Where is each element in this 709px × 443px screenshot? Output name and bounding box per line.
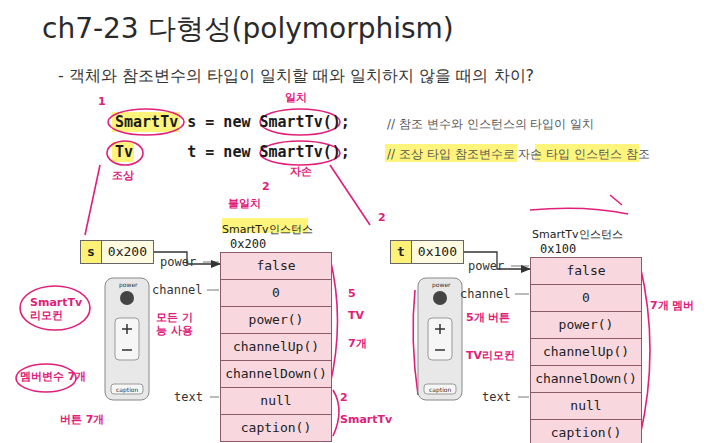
handwritten-note: 조상	[112, 170, 134, 183]
callout-number: 5	[348, 288, 356, 301]
memory-slot: channelUp()	[531, 339, 641, 366]
handwritten-note: 5개 버튼	[466, 312, 516, 325]
memory-slot: false	[531, 258, 641, 285]
callout-number: 1	[98, 96, 106, 109]
instance-block: SmartTv인스턴스0x200 false 0 power() channelUp()…	[220, 218, 332, 442]
field-name: power	[160, 255, 196, 269]
handwritten-note: 모든 기능 사용	[156, 312, 202, 337]
address-value: 0x200	[102, 241, 153, 263]
memory-slot: false	[221, 253, 331, 280]
slot-value: channelUp()	[233, 339, 319, 354]
button-text: caption	[429, 386, 451, 393]
memory-slot: 0	[531, 285, 641, 312]
handwritten-note: TV리모컨	[466, 350, 521, 363]
code-comment: // 참조 변수와 인스턴스의 타입이 일치	[387, 116, 594, 133]
code-line: Tv t = new SmartTv();	[115, 143, 350, 161]
instance-heading: SmartTv인스턴스	[530, 227, 625, 242]
slot-value: channelDown()	[225, 366, 327, 381]
memory-slot: caption()	[221, 415, 331, 441]
handwritten-note: 멤버변수 7개	[20, 371, 86, 384]
code-line: SmartTv s = new SmartTv();	[115, 113, 350, 131]
slot-value: caption()	[241, 420, 311, 435]
callout-number: 2	[262, 181, 270, 194]
remote-control	[105, 278, 149, 400]
memory-slot: power()	[221, 307, 331, 334]
address: 0x200	[220, 237, 332, 252]
remote-control	[418, 278, 462, 400]
handwritten-note: 7개	[348, 338, 367, 351]
code-comment: // 조상 타입 참조변수로 자손 타입 인스턴스 참조	[387, 146, 650, 163]
handwritten-note: 일치	[285, 92, 307, 105]
slot-value: null	[570, 398, 601, 413]
handwritten-note: SmartTv	[340, 414, 392, 427]
slot-value: 0	[582, 290, 590, 305]
handwritten-note: 7개 멤버	[650, 300, 700, 313]
address-value: 0x100	[412, 241, 463, 263]
memory-slot: null	[531, 393, 641, 420]
instance-box: false 0 power() channelUp() channelDown() nul…	[220, 252, 332, 442]
memory-slot: caption()	[531, 420, 641, 443]
variable-name: s	[81, 241, 102, 263]
memory-slot: channelDown()	[531, 366, 641, 393]
instance-box: false 0 power() channelUp() channelDown() nul…	[530, 257, 642, 443]
field-name: power	[468, 259, 504, 273]
handwritten-note: TV	[348, 310, 364, 323]
instance-heading: SmartTv인스턴스	[220, 222, 315, 237]
field-name: text	[174, 390, 203, 404]
button-text: power	[432, 281, 451, 288]
slot-value: false	[566, 263, 605, 278]
field-name: channel	[460, 287, 511, 301]
slot-value: channelUp()	[543, 344, 629, 359]
memory-slot: power()	[531, 312, 641, 339]
handwritten-note: SmartTv 리모컨	[30, 297, 82, 322]
address: 0x100	[530, 242, 642, 257]
reference-variable: s0x200	[80, 240, 154, 264]
slot-value: false	[256, 258, 295, 273]
slot-value: power()	[559, 317, 614, 332]
slot-value: power()	[249, 312, 304, 327]
field-name: text	[482, 390, 511, 404]
memory-slot: channelUp()	[221, 334, 331, 361]
callout-number: 2	[378, 212, 386, 225]
page-title: ch7-23 다형성(polymorphism)	[42, 10, 454, 48]
slot-value: channelDown()	[535, 371, 637, 386]
memory-slot: channelDown()	[221, 361, 331, 388]
field-name: channel	[152, 283, 203, 297]
button-text: power	[119, 281, 138, 288]
slot-value: caption()	[551, 425, 621, 440]
reference-variable: t0x100	[390, 240, 464, 264]
memory-slot: 0	[221, 280, 331, 307]
button-text: caption	[116, 386, 138, 393]
handwritten-note: 버튼 7개	[60, 414, 104, 427]
callout-number: 2	[340, 392, 348, 405]
variable-name: t	[391, 241, 412, 263]
handwritten-note: 자손	[290, 166, 312, 179]
handwritten-note: 불일치	[228, 198, 261, 211]
subtitle: - 객체와 참조변수의 타입이 일치할 때와 일치하지 않을 때의 차이?	[58, 66, 534, 87]
slot-value: null	[260, 393, 291, 408]
memory-slot: null	[221, 388, 331, 415]
instance-block: SmartTv인스턴스0x100 false 0 power() channelUp()…	[530, 223, 642, 443]
slot-value: 0	[272, 285, 280, 300]
